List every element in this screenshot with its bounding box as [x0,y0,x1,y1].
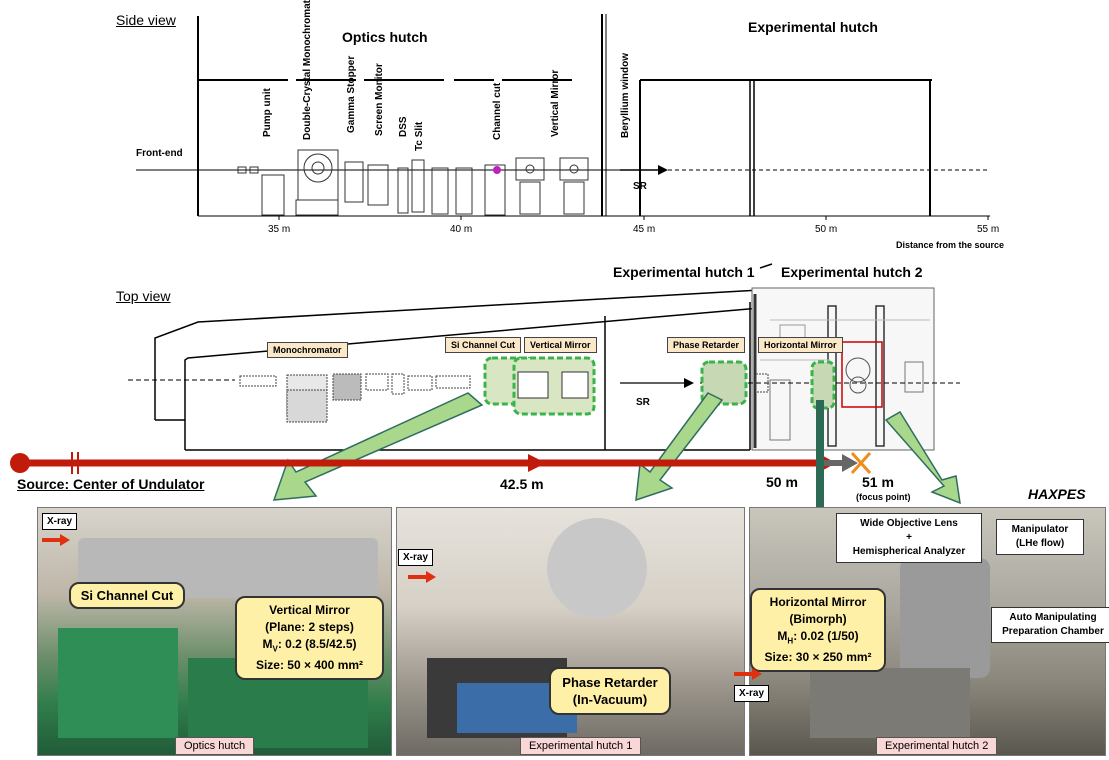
vm-ratio: : 0.2 (8.5/42.5) [278,637,357,651]
xray-label-1: X-ray [42,513,77,530]
hm-line-2: (Bimorph) [752,611,884,628]
callout-phase-retarder: Phase Retarder (In-Vacuum) [549,667,671,715]
hm-line-4: Size: 30 × 250 mm² [752,649,884,666]
beamline-drawing [0,0,1109,520]
source-label: Source: Center of Undulator [17,476,204,492]
support-frame-left [58,628,178,738]
xray-arrow-2 [408,571,438,583]
photo-exp-hutch-1 [396,507,745,756]
hm-m: M [777,629,787,643]
callout-si-channel-cut: Si Channel Cut [69,582,185,609]
vm-line-3: MV: 0.2 (8.5/42.5) [237,636,382,657]
box-manipulator: Manipulator (LHe flow) [996,519,1084,555]
callout-vertical-mirror: Vertical Mirror (Plane: 2 steps) MV: 0.2… [235,596,384,680]
vm-line-1: Vertical Mirror [237,602,382,619]
wol-line-1: Wide Objective Lens [842,517,976,531]
caption-exp-hutch-2: Experimental hutch 2 [876,737,997,755]
prep-line-2: Preparation Chamber [997,625,1109,639]
analyzer-chamber [900,558,990,678]
caption-exp-hutch-1: Experimental hutch 1 [520,737,641,755]
vm-m: M [262,637,272,651]
manip-line-1: Manipulator [1002,523,1078,537]
pos-42-5: 42.5 m [500,476,544,492]
wol-line-3: Hemispherical Analyzer [842,545,976,559]
pr-line-2: (In-Vacuum) [551,691,669,708]
haxpes-label: HAXPES [1028,486,1086,502]
pr-line-1: Phase Retarder [551,674,669,691]
vm-line-4: Size: 50 × 400 mm² [237,657,382,674]
box-wide-objective-lens: Wide Objective Lens + Hemispherical Anal… [836,513,982,563]
callout-horizontal-mirror: Horizontal Mirror (Bimorph) MH: 0.02 (1/… [750,588,886,672]
hm-line-1: Horizontal Mirror [752,594,884,611]
xray-label-2: X-ray [398,549,433,566]
pos-50: 50 m [766,474,798,490]
hm-line-3: MH: 0.02 (1/50) [752,628,884,649]
caption-optics-hutch: Optics hutch [175,737,254,755]
focus-point-label: (focus point) [856,492,911,502]
retarder-chamber [547,518,647,618]
box-prep-chamber: Auto Manipulating Preparation Chamber [991,607,1109,643]
xray-arrow-3 [734,668,764,680]
pos-51: 51 m [862,474,894,490]
prep-line-1: Auto Manipulating [997,611,1109,625]
manip-line-2: (LHe flow) [1002,537,1078,551]
xray-arrow-1 [42,534,72,546]
hm-ratio: : 0.02 (1/50) [793,629,858,643]
main-chamber [810,668,970,738]
wol-line-2: + [842,531,976,545]
xray-label-3: X-ray [734,685,769,702]
vm-line-2: (Plane: 2 steps) [237,619,382,636]
